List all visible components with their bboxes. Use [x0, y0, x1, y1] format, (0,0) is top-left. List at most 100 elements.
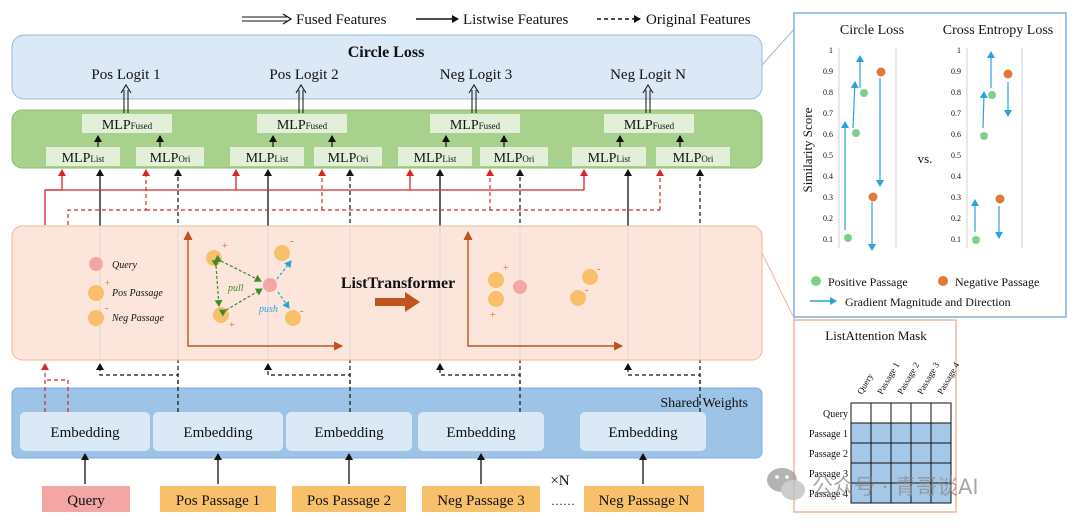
loss-comparison-panel: Circle Loss Cross Entropy Loss Similarit… [793, 12, 1067, 318]
embedding-up-arrows [41, 363, 701, 412]
input-query-label: Query [67, 493, 105, 509]
mini-legend-pos: Pos Passage [111, 288, 163, 299]
minus-sign: - [597, 263, 601, 275]
tick-left: 0.6 [823, 130, 833, 139]
query-dot-icon [89, 257, 103, 271]
tick-left: 0.5 [823, 151, 833, 160]
fused-arrows [120, 84, 654, 113]
input-neg-passage-n [584, 486, 704, 512]
tick-right: 0.5 [951, 151, 961, 160]
embedding-label: Embedding [608, 425, 678, 441]
mlp-ori-label: MLPOri [150, 151, 191, 166]
cross-entropy-points [971, 51, 1013, 244]
embedding-box-pos2 [286, 412, 412, 451]
legend-positive-passage: Positive Passage [828, 275, 908, 289]
tick-right: 0.9 [951, 67, 961, 76]
loss-left-title: Circle Loss [840, 23, 904, 38]
left-axes [187, 236, 338, 347]
mask-row-label: Passage 2 [809, 449, 848, 460]
watermark-text: 公众号 · 青哥谈AI [812, 475, 979, 499]
minus-sign: - [290, 235, 294, 247]
tick-right: 0.2 [951, 214, 961, 223]
tick-right: 0.1 [951, 235, 961, 244]
tick-left: 0.8 [823, 88, 833, 97]
mlp-group-2: MLPFused MLPList MLPOri [230, 114, 382, 166]
embedding-label: Embedding [50, 425, 120, 441]
input-pos-passage-2 [292, 486, 406, 512]
right-axes [467, 236, 618, 347]
input-pos1-label: Pos Passage 1 [176, 493, 260, 509]
tick-left: 0.3 [823, 193, 833, 202]
mask-row-label: Query [823, 409, 848, 420]
embedding-box-negn [580, 412, 706, 451]
mask-row-label: Passage 3 [809, 469, 848, 480]
query-feature-lines [44, 169, 664, 225]
neg-logit-3: Neg Logit 3 [440, 67, 513, 83]
mask-row-label: Passage 4 [809, 489, 848, 500]
loss-panel-connector [761, 27, 796, 66]
pos-logit-2: Pos Logit 2 [269, 67, 338, 83]
minus-sign: - [300, 305, 304, 317]
embedding-box-query [20, 412, 150, 451]
circle-loss-points [841, 55, 886, 251]
tick-right: 0.4 [951, 172, 961, 181]
mlp-group-4: MLPFused MLPList MLPOri [572, 114, 730, 166]
listtransformer-block: Query + Pos Passage - Neg Passage + - + … [11, 225, 763, 361]
mini-legend-neg: Neg Passage [111, 313, 165, 324]
plus-sign: + [105, 278, 110, 288]
mlp-list-label: MLPList [62, 151, 105, 166]
left-scatter: + - + - pull push [206, 235, 304, 331]
circle-loss-block: Circle Loss Pos Logit 1 Pos Logit 2 Neg … [11, 34, 763, 100]
tick-right: 1 [957, 46, 961, 55]
tick-right: 0.7 [951, 109, 961, 118]
positive-passage-dot-icon [811, 276, 821, 286]
negative-passage-dot-icon [938, 276, 948, 286]
embedding-box-pos1 [153, 412, 283, 451]
input-pos-passage-1 [160, 486, 276, 512]
mask-grid [850, 402, 952, 504]
fused-arrow-icon [282, 13, 293, 25]
embedding-label: Embedding [314, 425, 384, 441]
mlp-fused-label: MLPFused [450, 118, 501, 133]
times-n-label: ×N [550, 473, 569, 489]
mlp-list-label: MLPList [414, 151, 457, 166]
embedding-label: Embedding [183, 425, 253, 441]
wechat-icon [767, 468, 805, 500]
vs-label: vs. [918, 151, 933, 166]
input-neg-passage-3 [422, 486, 540, 512]
legend-gradient: Gradient Magnitude and Direction [845, 295, 1011, 309]
plus-sign: + [229, 320, 235, 331]
plus-sign: + [222, 241, 228, 252]
neg-logit-n: Neg Logit N [610, 67, 686, 83]
mask-title: ListAttention Mask [825, 328, 927, 343]
list-attention-mask-panel: ListAttention Mask Query Passage 1 Passa… [793, 319, 962, 513]
mlp-group-1: MLPFused MLPList MLPOri [46, 114, 204, 166]
mask-row-label: Passage 1 [809, 429, 848, 440]
tick-right: 0.6 [951, 130, 961, 139]
loss-right-title: Cross Entropy Loss [943, 23, 1053, 38]
input-pos2-label: Pos Passage 2 [307, 493, 391, 509]
mlp-ori-label: MLPOri [673, 151, 714, 166]
embedding-box-neg3 [418, 412, 544, 451]
legend-original-label: Original Features [646, 12, 751, 28]
mlp-fused-label: MLPFused [624, 118, 675, 133]
input-neg3-label: Neg Passage 3 [437, 493, 524, 509]
legend-negative-passage: Negative Passage [955, 275, 1039, 289]
mlp-ori-label: MLPOri [494, 151, 535, 166]
listwise-arrows [96, 169, 632, 226]
tick-right: 0.8 [951, 88, 961, 97]
input-negn-label: Neg Passage N [599, 493, 690, 509]
tick-left: 0.1 [823, 235, 833, 244]
circle-loss-title: Circle Loss [348, 44, 425, 61]
push-label: push [258, 304, 278, 315]
dots-label: …… [551, 494, 575, 508]
transform-arrow-icon [375, 292, 420, 312]
mask-panel-connector [761, 252, 796, 321]
tick-left: 0.7 [823, 109, 833, 118]
mlp-ori-label: MLPOri [328, 151, 369, 166]
right-scatter: + + - - [488, 263, 601, 321]
mlp-fused-label: MLPFused [277, 118, 328, 133]
plus-sign: + [503, 263, 509, 274]
legend-fused-label: Fused Features [296, 12, 387, 28]
